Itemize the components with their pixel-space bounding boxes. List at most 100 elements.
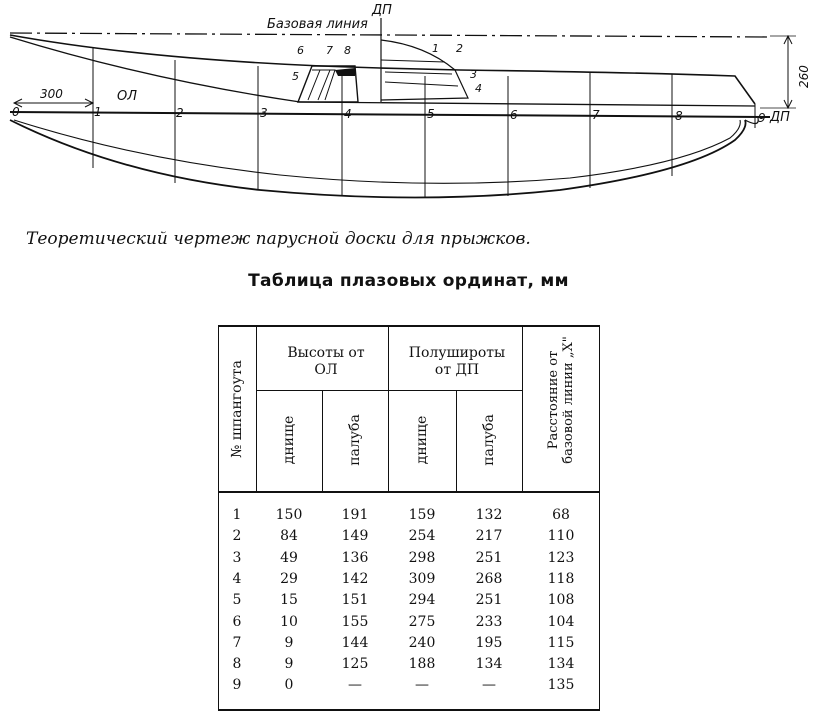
table-cell: 233	[475, 613, 503, 630]
table-cell: 5	[232, 592, 242, 609]
table-cell: 309	[408, 570, 436, 587]
table-cell: 115	[547, 634, 575, 651]
fitting-label: 1	[432, 42, 439, 55]
table-cell: 132	[475, 507, 503, 523]
table-cell: 294	[408, 592, 436, 609]
ol-line	[9, 111, 771, 118]
stern-curve	[744, 117, 759, 125]
table-cell: 8	[232, 656, 242, 673]
table-cell: 142	[341, 570, 369, 587]
table-cell: 1	[232, 507, 242, 523]
table-cell: 0	[284, 677, 294, 694]
table-cell: 3	[232, 549, 242, 566]
mast-box	[296, 65, 359, 103]
table-cell: 159	[408, 507, 436, 523]
table-cell: 251	[475, 549, 503, 566]
table-cell: 2	[232, 528, 242, 545]
table-cell: 149	[341, 528, 369, 545]
station-label: 2	[176, 106, 184, 120]
dp-label-top: ДП	[371, 3, 392, 18]
station-label: 1	[94, 105, 102, 119]
station-label: 9	[758, 111, 766, 125]
base-line-label: Базовая линия	[267, 17, 368, 32]
fin-outline	[380, 39, 469, 101]
fitting-label: 4	[475, 82, 482, 95]
table-cell: 68	[552, 507, 570, 523]
table-cell: 240	[408, 634, 436, 651]
table-cell: 9	[232, 677, 242, 694]
table-cell: 4	[232, 570, 242, 587]
table-cell: 84	[280, 528, 298, 545]
fitting-label: 7	[326, 44, 333, 57]
table-cell: —	[348, 677, 362, 694]
station-label: 0	[12, 105, 20, 119]
table-cell: 217	[475, 528, 503, 545]
table-cell: 104	[547, 613, 575, 630]
table-cell: 251	[475, 592, 503, 609]
profile-deck-line	[9, 34, 756, 105]
table-cell: 29	[280, 570, 298, 587]
table-cell: 134	[475, 656, 503, 673]
table-cell: 298	[408, 549, 436, 566]
station-label: 8	[675, 109, 683, 123]
table-cell: 136	[341, 549, 369, 566]
station-label: 7	[592, 108, 600, 122]
fitting-label: 2	[456, 42, 463, 55]
profile-bottom-line	[9, 36, 301, 103]
plan-deck-outline	[9, 119, 747, 199]
table-cell: 49	[280, 549, 298, 566]
table-cell: 123	[547, 549, 575, 566]
ol-label: ОЛ	[117, 89, 137, 104]
plan-bottom-outline	[13, 119, 741, 184]
table-cell: 275	[408, 613, 436, 630]
fitting-label: 5	[292, 70, 299, 83]
profile-keel-line	[299, 101, 756, 107]
table-cell: 110	[547, 528, 575, 545]
table-cell: 7	[232, 634, 242, 651]
table-cell: 195	[475, 634, 503, 651]
table-cell: 268	[475, 570, 503, 587]
table-cell: 10	[280, 613, 298, 630]
table-cell: 135	[547, 677, 575, 694]
table-cell: 6	[232, 613, 242, 630]
fitting-label: 8	[344, 44, 351, 57]
table-cell: 15	[280, 592, 298, 609]
table-cell: 108	[547, 592, 575, 609]
dp-label-right: ДП	[769, 110, 790, 125]
table-cell: 125	[341, 656, 369, 673]
offsets-table: № шпангоута Высоты от ОЛ Полушироты от Д…	[218, 325, 600, 712]
fitting-label: 6	[297, 44, 304, 57]
table-cell: —	[415, 677, 429, 694]
table-cell: 191	[341, 507, 369, 523]
figure-caption: Теоретический чертеж парусной доски для …	[26, 229, 531, 249]
sub-deck-2: палуба	[481, 414, 497, 466]
table-cell: 9	[284, 656, 294, 673]
table-cell: —	[482, 677, 496, 694]
header-heights: Высоты от ОЛ	[287, 345, 365, 378]
table-cell: 254	[408, 528, 436, 545]
station-label: 5	[427, 107, 435, 121]
table-cell: 118	[547, 570, 575, 587]
base-line	[9, 32, 771, 38]
header-distance: Расстояние от базовой линии „X"	[546, 336, 576, 464]
table-cell: 134	[547, 656, 575, 673]
dim-260-label: 260	[797, 65, 811, 88]
header-station: № шпангоута	[229, 360, 245, 458]
header-halfwidths: Полушироты от ДП	[408, 345, 506, 378]
station-label: 6	[510, 108, 518, 122]
station-label: 4	[344, 107, 352, 121]
table-cell: 150	[275, 507, 303, 523]
table-cell: 144	[341, 634, 369, 651]
dim-300-label: 300	[40, 87, 63, 101]
sub-deck-1: палуба	[347, 414, 363, 466]
sub-bottom-1: днище	[281, 415, 297, 465]
station-label: 3	[260, 106, 268, 120]
sub-bottom-2: днище	[414, 415, 430, 465]
table-cell: 9	[284, 634, 294, 651]
table-cell: 188	[408, 656, 436, 673]
fitting-label: 3	[470, 68, 477, 81]
table-title: Таблица плазовых ординат, мм	[248, 271, 569, 291]
table-cell: 151	[341, 592, 369, 609]
table-cell: 155	[341, 613, 369, 630]
